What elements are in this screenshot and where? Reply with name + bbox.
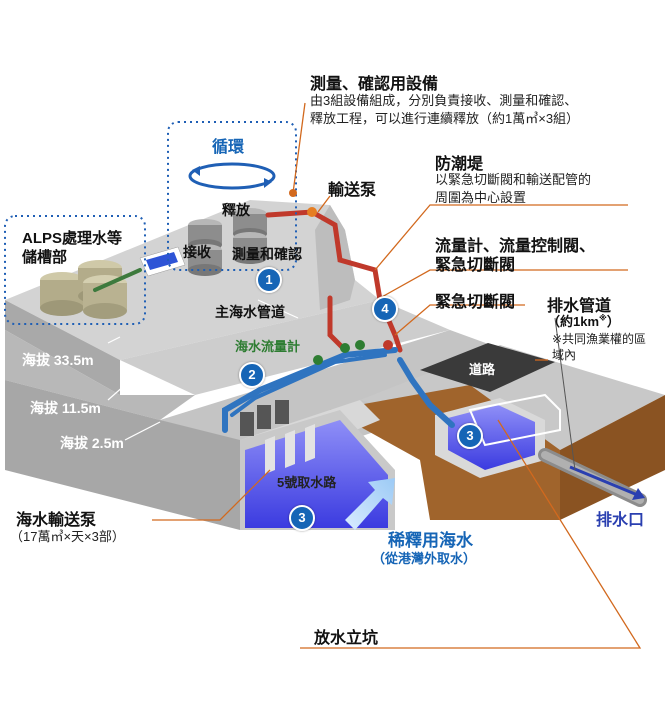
altitude-leaders [107, 299, 299, 441]
drain-length: （約1km※） [547, 311, 620, 330]
drain-length-close: ） [606, 314, 620, 329]
outlet-arrow-icon [569, 465, 645, 500]
outlet-label: 排水口 [596, 512, 645, 529]
intake-channel [240, 410, 395, 530]
flow-title-line1: 流量計、流量控制閥、 [435, 238, 596, 255]
marker-1: 1 [256, 267, 282, 293]
marker-2: 2 [239, 362, 265, 388]
drain-leader [554, 317, 576, 471]
altitude-33-5: 海拔 33.5m [22, 352, 94, 368]
measure-desc-line1: 由3組設備組成，分別負責接收、測量和確認、 [310, 93, 578, 108]
flow-title-line2: 緊急切斷閥 [435, 257, 516, 274]
leader-lines [152, 102, 642, 649]
marker-3-shaft: 3 [457, 423, 483, 449]
alps-label-line1: ALPS處理水等 [22, 230, 123, 247]
sea-pump-capacity: （17萬㎥×天×3部） [10, 529, 125, 544]
marker-4: 4 [372, 296, 398, 322]
cycle-arrow-icon [188, 162, 276, 190]
receive-label: 接收 [183, 244, 211, 260]
measure-title: 測量、確認用設備 [310, 76, 439, 93]
main-pipe-label: 主海水管道 [215, 304, 285, 320]
fishery-note-line1: ※共同漁業權的區 [552, 332, 647, 346]
seawater-pumps [240, 400, 289, 436]
seawall-title: 防潮堤 [435, 156, 484, 173]
release-label: 釋放 [222, 202, 250, 218]
seawall-desc-line2: 周圍為中心設置 [435, 190, 527, 205]
flow-meters [307, 207, 393, 365]
altitude-11-5: 海拔 11.5m [30, 400, 101, 416]
sea-pump-label: 海水輸送泵 [16, 512, 97, 529]
discharge-shaft-label: 放水立坑 [314, 630, 379, 647]
drain-length-note: ※ [599, 313, 607, 323]
intake-label: 5號取水路 [277, 475, 337, 490]
seawall-desc-line1: 以緊急切斷閥和輸送配管的 [435, 172, 592, 187]
dilution-label-line1: 稀釋用海水 [388, 531, 473, 550]
discharge-shaft [435, 393, 561, 478]
measure-desc-line2: 釋放工程，可以進行連續釋放（約1萬㎥×3組） [310, 111, 580, 126]
alps-tanks [40, 260, 127, 319]
alps-dashed-box [4, 215, 146, 325]
cycle-dashed-box [167, 121, 297, 271]
altitude-2-5: 海拔 2.5m [60, 435, 124, 451]
road-label: 道路 [469, 362, 496, 377]
drain-length-text: （約1km [547, 314, 600, 329]
drain-pipe-label: 排水管道 [547, 298, 612, 315]
measurement-tanks [188, 208, 267, 276]
alps-label-line2: 儲槽部 [22, 249, 68, 266]
measure-confirm-label: 測量和確認 [232, 246, 302, 262]
dilution-label-line2: （從港灣外取水） [372, 551, 477, 566]
dilution-arrow-icon [345, 478, 395, 530]
cycle-label: 循環 [212, 139, 245, 156]
fishery-note-line2: 域內 [552, 348, 577, 362]
treatment-unit [139, 246, 186, 277]
emergency-valve-label: 緊急切斷閥 [435, 294, 516, 311]
marker-3-intake: 3 [289, 505, 315, 531]
seawater-meter-label: 海水流量計 [235, 339, 301, 354]
transfer-pump-label: 輸送泵 [328, 182, 377, 199]
